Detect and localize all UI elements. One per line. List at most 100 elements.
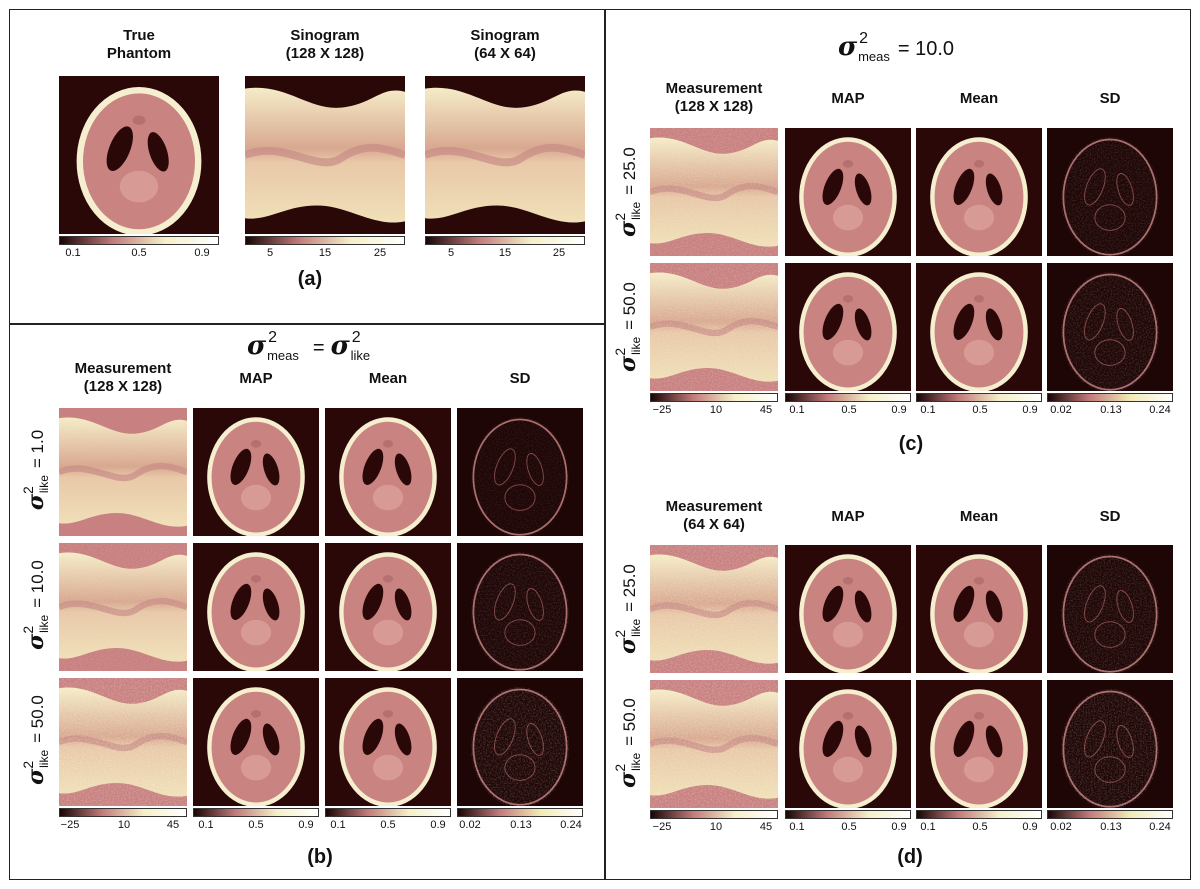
c-map-2 — [785, 263, 911, 391]
sinogram-64-image — [425, 76, 585, 234]
d-measurement-2 — [650, 680, 778, 808]
header-sinogram-64: Sinogram (64 X 64) — [470, 27, 540, 62]
colorbar-c-map — [785, 393, 911, 402]
b-mean-3 — [325, 678, 451, 806]
header-measurement-b: Measurement (128 X 128) — [74, 360, 172, 395]
tick-c3-1: 0.13 — [1100, 404, 1122, 416]
tick-d0-2: 45 — [759, 821, 773, 833]
c-measurement-2 — [650, 263, 778, 391]
tick-d2-0: 0.1 — [920, 821, 936, 833]
tick-a1-2: 25 — [373, 247, 387, 259]
b-sd-1 — [457, 408, 583, 536]
b-sd-3 — [457, 678, 583, 806]
header-sd-c: SD — [1099, 90, 1121, 107]
tick-a1-1: 15 — [318, 247, 332, 259]
header-mean-d: Mean — [959, 508, 999, 525]
tick-b0-0: −25 — [60, 819, 80, 831]
header-mean-b: Mean — [368, 370, 408, 387]
tick-b1-2: 0.9 — [298, 819, 314, 831]
colorbar-d-mean — [916, 810, 1042, 819]
tick-b2-1: 0.5 — [380, 819, 396, 831]
tick-b0-2: 45 — [166, 819, 180, 831]
colorbar-d-sd — [1047, 810, 1173, 819]
tick-d3-2: 0.24 — [1149, 821, 1171, 833]
tick-b3-2: 0.24 — [560, 819, 582, 831]
b-map-2 — [193, 543, 319, 671]
tick-d0-0: −25 — [652, 821, 672, 833]
sinogram-128-image — [245, 76, 405, 234]
tick-c2-1: 0.5 — [972, 404, 988, 416]
tick-d1-1: 0.5 — [841, 821, 857, 833]
tick-a2-1: 15 — [498, 247, 512, 259]
b-map-1 — [193, 408, 319, 536]
panel-cd-frame — [604, 9, 1191, 880]
b-sd-2 — [457, 543, 583, 671]
panel-a-label: (a) — [297, 268, 323, 290]
tick-a2-2: 25 — [552, 247, 566, 259]
panel-a-frame — [9, 9, 606, 325]
tick-b1-1: 0.5 — [248, 819, 264, 831]
colorbar-b-map — [193, 808, 319, 817]
colorbar-b-mean — [325, 808, 451, 817]
b-measurement-3 — [59, 678, 187, 806]
tick-a0-1: 0.5 — [131, 247, 147, 259]
d-sd-2 — [1047, 680, 1173, 808]
tick-a0-0: 0.1 — [65, 247, 81, 259]
header-sinogram-128: Sinogram (128 X 128) — [285, 27, 365, 62]
tick-d3-0: 0.02 — [1050, 821, 1072, 833]
true-phantom-image — [59, 76, 219, 234]
b-map-3 — [193, 678, 319, 806]
colorbar-sinogram-64 — [425, 236, 585, 245]
colorbar-c-measurement — [650, 393, 778, 402]
tick-c3-2: 0.24 — [1149, 404, 1171, 416]
tick-d2-1: 0.5 — [972, 821, 988, 833]
colorbar-c-sd — [1047, 393, 1173, 402]
tick-c1-2: 0.9 — [891, 404, 907, 416]
tick-b3-0: 0.02 — [459, 819, 481, 831]
panel-b-frame — [9, 323, 606, 880]
colorbar-b-sd — [457, 808, 583, 817]
b-mean-1 — [325, 408, 451, 536]
tick-b2-0: 0.1 — [330, 819, 346, 831]
tick-c3-0: 0.02 — [1050, 404, 1072, 416]
header-map-b: MAP — [239, 370, 273, 387]
tick-d1-2: 0.9 — [891, 821, 907, 833]
header-measurement-d: Measurement (64 X 64) — [665, 498, 763, 533]
b-mean-2 — [325, 543, 451, 671]
c-measurement-1 — [650, 128, 778, 256]
colorbar-d-map — [785, 810, 911, 819]
colorbar-d-measurement — [650, 810, 778, 819]
c-mean-2 — [916, 263, 1042, 391]
tick-a1-0: 5 — [266, 247, 274, 259]
c-sd-1 — [1047, 128, 1173, 256]
colorbar-sinogram-128 — [245, 236, 405, 245]
d-mean-1 — [916, 545, 1042, 673]
tick-c2-0: 0.1 — [920, 404, 936, 416]
tick-b3-1: 0.13 — [510, 819, 532, 831]
c-mean-1 — [916, 128, 1042, 256]
panel-b-label: (b) — [307, 846, 333, 868]
header-mean-c: Mean — [959, 90, 999, 107]
tick-c0-0: −25 — [652, 404, 672, 416]
panel-c-label: (c) — [898, 433, 924, 455]
tick-a2-0: 5 — [447, 247, 455, 259]
tick-c0-2: 45 — [759, 404, 773, 416]
tick-a0-2: 0.9 — [194, 247, 210, 259]
tick-d0-1: 10 — [709, 821, 723, 833]
b-measurement-2 — [59, 543, 187, 671]
c-sd-2 — [1047, 263, 1173, 391]
header-map-d: MAP — [831, 508, 865, 525]
d-sd-1 — [1047, 545, 1173, 673]
tick-c1-0: 0.1 — [789, 404, 805, 416]
tick-d3-1: 0.13 — [1100, 821, 1122, 833]
header-map-c: MAP — [831, 90, 865, 107]
d-map-2 — [785, 680, 911, 808]
b-measurement-1 — [59, 408, 187, 536]
tick-c2-2: 0.9 — [1022, 404, 1038, 416]
header-sd-b: SD — [509, 370, 531, 387]
header-measurement-c: Measurement (128 X 128) — [665, 80, 763, 115]
colorbar-phantom — [59, 236, 219, 245]
tick-d1-0: 0.1 — [789, 821, 805, 833]
